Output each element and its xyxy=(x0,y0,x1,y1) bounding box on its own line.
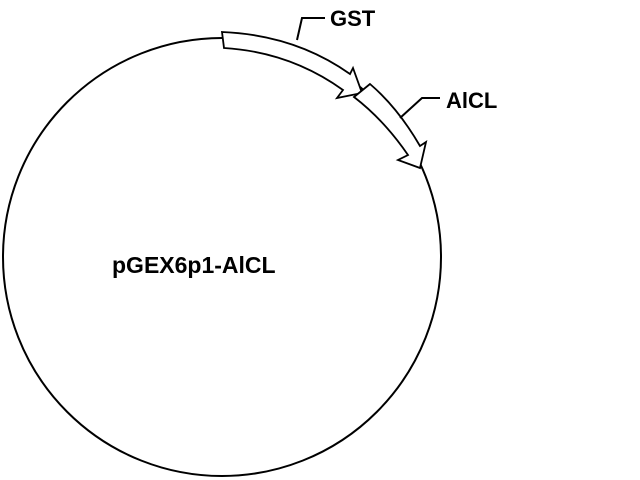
feature-alcl[interactable]: AlCL xyxy=(352,82,497,170)
gst-label: GST xyxy=(330,6,376,31)
alcl-leader-line xyxy=(399,97,440,119)
alcl-arrow xyxy=(352,82,428,170)
plasmid-name: pGEX6p1-AlCL xyxy=(112,252,276,278)
gst-arrow xyxy=(220,31,364,100)
alcl-label: AlCL xyxy=(446,88,497,113)
gst-leader-line xyxy=(296,17,325,41)
feature-gst[interactable]: GST xyxy=(220,6,376,100)
